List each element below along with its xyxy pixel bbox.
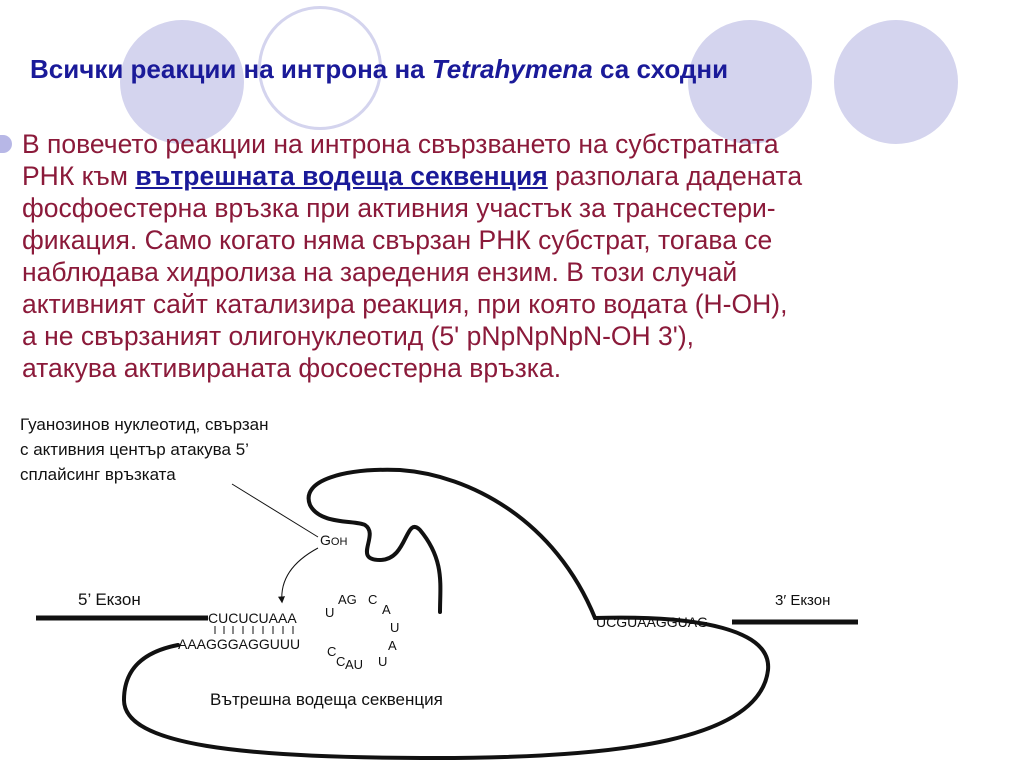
paragraph-line-2: РНК към вътрешната водеща секвенция разп… [22,160,1017,192]
exon-3-sequence: UCGUAAGGUAG [596,614,708,630]
paragraph-line-2-start: РНК към [22,161,128,191]
pairing-bottom-strand: AAAGGGAGGUUU [178,636,300,652]
guanosine-oh: OH [331,536,348,548]
decorative-circle-2 [258,6,382,130]
body-paragraph: В повечето реакции на интрона свързванет… [22,128,1017,384]
paragraph-line-5: наблюдава хидролиза на заредения ензим. … [22,257,738,287]
paragraph-line-7: а не свързаният олигонуклеотид (5' pNpNp… [22,321,695,351]
paragraph-line-6: активният сайт катализира реакция, при к… [22,289,788,319]
paragraph-line-2-end: разполага дадената [555,161,803,191]
loop-nucleotide-u-left: U [325,605,334,620]
caption-leader-line [231,483,319,538]
loop-nucleotide-c-top: C [368,592,377,607]
intron-backbone [121,615,771,761]
slide-title: Всички реакции на интрона на Tetrahymena… [30,54,728,85]
pairing-top-strand: CUCUCUAAA [208,610,297,626]
loop-nucleotide-c-1: C [327,644,336,659]
guanosine-label: GOH [320,532,347,548]
guanosine-attack-arrow [278,547,319,604]
loop-nucleotide-u-2: U [378,654,387,669]
loop-nucleotides-ag: AG [338,592,357,607]
decorative-circle-1 [120,20,244,144]
decorative-circle-3 [688,20,812,144]
paragraph-line-1: В повечето реакции на интрона свързванет… [22,129,779,159]
paragraph-line-3: фосфоестерна връзка при активния участък… [22,193,776,223]
intron-upper-loop [306,467,597,620]
title-text-before: Всички реакции на интрона на [30,54,425,84]
guanosine-caption-line-1: Гуанозинов нуклеотид, свързан [20,415,268,434]
paragraph-line-4: фикация. Само когато няма свързан РНК су… [22,225,773,255]
loop-nucleotide-a-2: A [388,638,397,653]
guanosine-g: G [320,532,331,548]
decorative-circle-4 [834,20,958,144]
loop-nucleotide-a-1: A [382,602,391,617]
loop-nucleotide-u-1: U [390,620,399,635]
exon-3-label: 3′ Екзон [775,592,830,609]
bullet-marker [0,135,12,153]
guanosine-caption-line-2: с активния център атакува 5’ [20,440,249,459]
title-text-after: са сходни [600,54,729,84]
igs-link[interactable]: вътрешната водеща секвенция [135,161,548,191]
loop-nucleotide-c-2: C [336,654,345,669]
exon-5-label: 5’ Екзон [78,590,141,609]
title-species-name: Tetrahymena [431,54,593,84]
loop-nucleotides-au: AU [345,657,363,672]
paragraph-line-8: атакува активираната фосоестерна връзка. [22,353,562,383]
guanosine-caption-line-3: сплайсинг връзката [20,465,176,484]
intron-diagram: Гуанозинов нуклеотид, свързан с активния… [20,415,858,761]
base-pair-ticks [214,626,294,634]
igs-label: Вътрешна водеща секвенция [210,690,443,709]
